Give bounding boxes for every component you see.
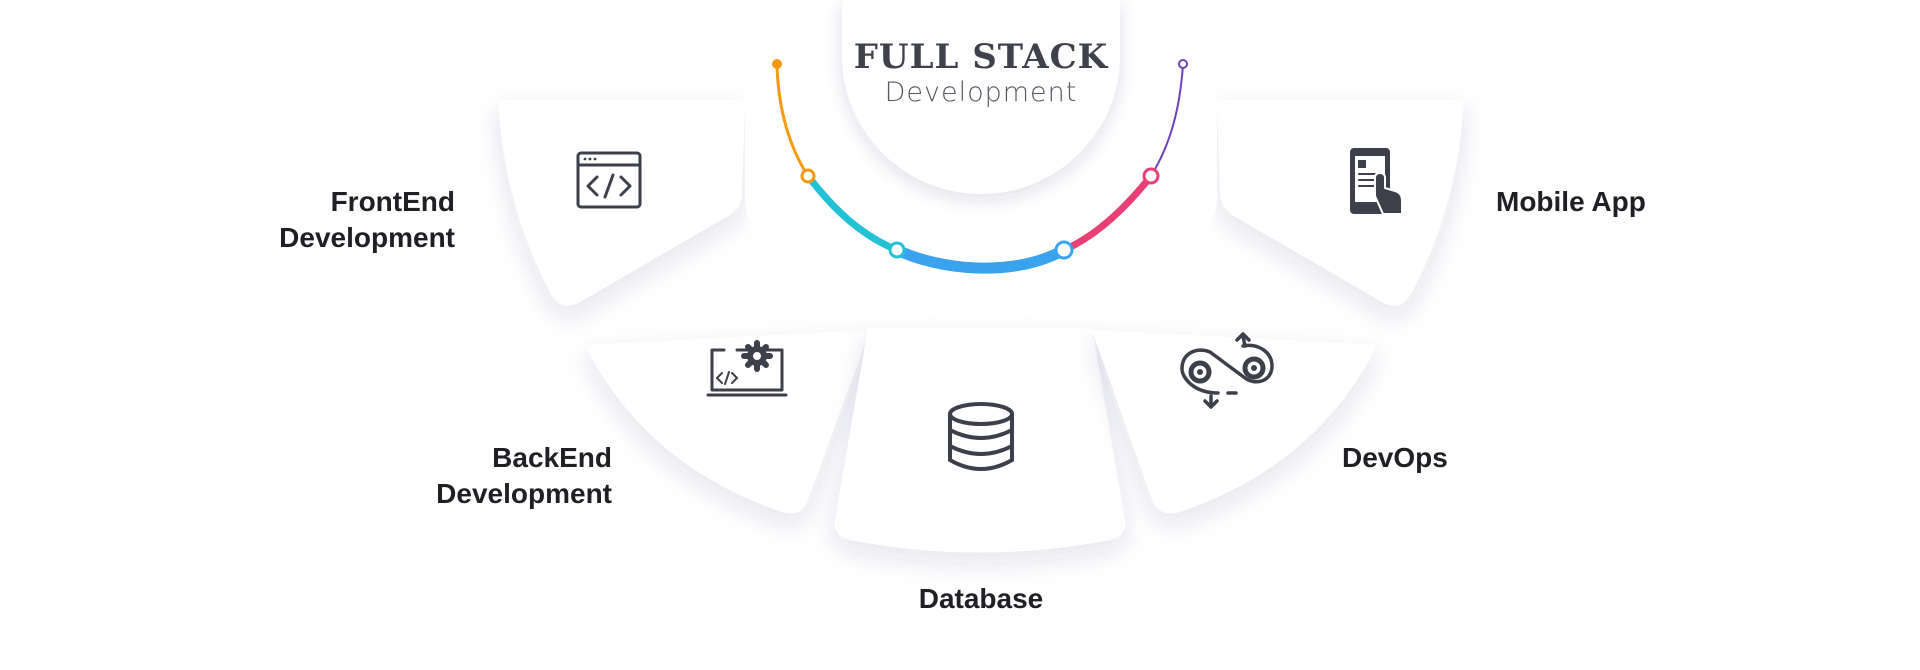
title-line2: Development (885, 77, 1078, 108)
label-database: Database (919, 583, 1044, 614)
segment-backend (586, 330, 870, 514)
ring-segments (498, 100, 1464, 553)
arc-dot-start (772, 59, 782, 69)
laptop-gear-icon (706, 340, 788, 397)
title-cap (842, 0, 1120, 194)
arc-dot-blue-pink (1054, 240, 1074, 260)
label-mobile: Mobile App (1496, 186, 1646, 217)
label-devops: DevOps (1342, 442, 1448, 473)
segment-devops (1092, 330, 1376, 514)
arc-teal (804, 172, 901, 254)
arc-dot-orange-teal (800, 168, 816, 184)
segment-frontend (498, 100, 745, 306)
database-icon (948, 402, 1014, 471)
mobile-touch-icon (1350, 148, 1403, 215)
label-backend-line1: BackEnd (492, 442, 612, 473)
label-frontend-line1: FrontEnd (331, 186, 455, 217)
arc-orange (775, 62, 810, 178)
segment-database (834, 328, 1126, 553)
label-frontend-line2: Development (279, 222, 455, 253)
segment-mobile (1217, 100, 1464, 306)
label-backend-line2: Development (436, 478, 612, 509)
code-window-icon (576, 151, 642, 209)
labels: FrontEnd Development BackEnd Development… (279, 186, 1646, 614)
arc-dot-pink-purple (1142, 167, 1160, 185)
arc-purple (1150, 63, 1184, 177)
arc-dot-teal-blue (888, 241, 906, 259)
arc-pink (1060, 172, 1155, 254)
title-line1: FULL STACK (854, 37, 1109, 77)
devops-gears-icon (1180, 332, 1274, 409)
arc-dot-end (1178, 59, 1188, 69)
arc-blue (891, 244, 1070, 274)
progress-arc (772, 59, 1188, 274)
